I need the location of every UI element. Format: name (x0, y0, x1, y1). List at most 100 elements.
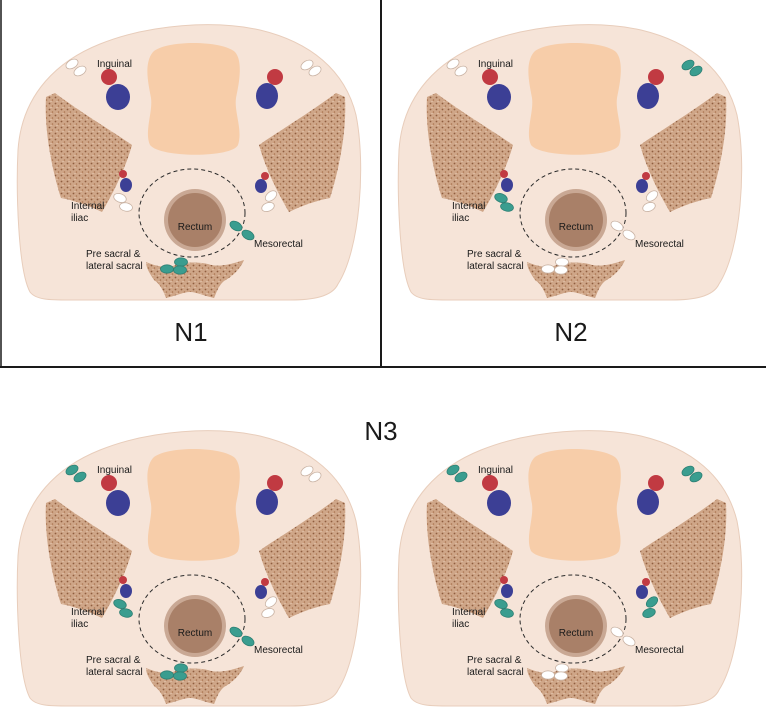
normal-lymph-node (610, 220, 624, 232)
right-external-iliac-artery (267, 69, 283, 85)
left-iliac-bone (45, 93, 132, 212)
presacral-nodes (541, 663, 569, 681)
normal-lymph-node (622, 229, 636, 241)
involved-lymph-node (454, 471, 468, 483)
mesorectal-label: Mesorectal (254, 645, 303, 656)
n1-panel: RectumInguinalInternaliliacMesorectalPre… (16, 24, 362, 301)
normal-lymph-node (300, 59, 314, 71)
left-internal-iliac-vein (120, 584, 132, 598)
right-external-iliac-vein (637, 83, 659, 109)
left-external-iliac-artery (101, 69, 117, 85)
presacral-nodes (541, 257, 569, 275)
involved-lymph-node (494, 193, 508, 203)
right-internal-iliac-vein (255, 179, 267, 193)
involved-lymph-node (500, 202, 514, 212)
internal-iliac-label-line1: Internal (452, 201, 485, 212)
inguinal-label: Inguinal (97, 465, 132, 476)
right-internal-iliac-nodes (642, 190, 659, 212)
rectum (549, 599, 603, 653)
mesorectal-nodes (229, 626, 255, 647)
presacral-label-line1: Pre sacral & (467, 655, 522, 666)
left-external-iliac-artery (101, 475, 117, 491)
right-inguinal-nodes (681, 465, 703, 483)
involved-lymph-node (160, 670, 174, 680)
right-inguinal-nodes (681, 59, 703, 77)
normal-lymph-node (113, 193, 127, 203)
normal-lymph-node (622, 635, 636, 647)
rectum (168, 193, 222, 247)
normal-lymph-node (308, 65, 322, 77)
left-internal-iliac-vein (501, 584, 513, 598)
internal-iliac-label-line1: Internal (71, 607, 104, 618)
normal-lymph-node (119, 202, 133, 212)
n2-panel: RectumInguinalInternaliliacMesorectalPre… (397, 24, 743, 301)
normal-lymph-node (264, 596, 278, 608)
involved-lymph-node (645, 596, 659, 608)
left-internal-iliac-nodes (494, 599, 514, 618)
left-inguinal-nodes (446, 58, 468, 77)
presacral-nodes (160, 663, 188, 681)
presacral-nodes (160, 257, 188, 275)
right-internal-iliac-vein (255, 585, 267, 599)
left-inguinal-nodes (65, 58, 87, 77)
left-external-iliac-artery (482, 475, 498, 491)
left-external-iliac-vein (487, 490, 511, 516)
internal-iliac-label-line2: iliac (452, 619, 469, 630)
involved-lymph-node (446, 464, 460, 476)
left-internal-iliac-vein (501, 178, 513, 192)
right-internal-iliac-artery (642, 578, 650, 586)
normal-lymph-node (554, 671, 568, 681)
presacral-label-line2: lateral sacral (467, 261, 524, 272)
left-external-iliac-artery (482, 69, 498, 85)
left-inguinal-nodes (65, 464, 87, 483)
normal-lymph-node (541, 670, 555, 680)
involved-lymph-node (113, 599, 127, 609)
right-internal-iliac-artery (642, 172, 650, 180)
left-internal-iliac-artery (500, 170, 508, 178)
involved-lymph-node (689, 471, 703, 483)
left-internal-iliac-artery (500, 576, 508, 584)
right-external-iliac-vein (256, 489, 278, 515)
right-internal-iliac-artery (261, 172, 269, 180)
left-iliac-bone (45, 499, 132, 618)
n3-panel-right: RectumInguinalInternaliliacMesorectalPre… (397, 430, 743, 707)
right-internal-iliac-artery (261, 578, 269, 586)
right-external-iliac-artery (267, 475, 283, 491)
left-external-iliac-vein (106, 84, 130, 110)
right-external-iliac-artery (648, 69, 664, 85)
involved-lymph-node (160, 264, 174, 274)
left-iliac-bone (426, 93, 513, 212)
right-internal-iliac-nodes (261, 596, 278, 618)
normal-lymph-node (554, 265, 568, 275)
right-iliac-bone (259, 499, 346, 618)
rectum-label: Rectum (559, 222, 593, 233)
right-external-iliac-vein (256, 83, 278, 109)
involved-lymph-node (229, 626, 243, 638)
right-external-iliac-artery (648, 475, 664, 491)
left-internal-iliac-nodes (113, 599, 133, 618)
right-inguinal-nodes (300, 465, 322, 483)
left-internal-iliac-nodes (494, 193, 514, 212)
inguinal-label: Inguinal (478, 59, 513, 70)
mesorectal-label: Mesorectal (635, 239, 684, 250)
normal-lymph-node (65, 58, 79, 70)
left-internal-iliac-artery (119, 170, 127, 178)
involved-lymph-node (241, 635, 255, 647)
bladder (528, 449, 621, 561)
involved-lymph-node (689, 65, 703, 77)
involved-lymph-node (73, 471, 87, 483)
left-external-iliac-vein (106, 490, 130, 516)
inguinal-label: Inguinal (97, 59, 132, 70)
normal-lymph-node (261, 608, 275, 618)
presacral-label-line1: Pre sacral & (86, 249, 141, 260)
right-internal-iliac-vein (636, 179, 648, 193)
bladder (147, 43, 240, 155)
involved-lymph-node (642, 608, 656, 618)
involved-lymph-node (174, 257, 188, 267)
left-internal-iliac-vein (120, 178, 132, 192)
right-iliac-bone (640, 499, 727, 618)
right-iliac-bone (640, 93, 727, 212)
involved-lymph-node (119, 608, 133, 618)
involved-lymph-node (681, 59, 695, 71)
